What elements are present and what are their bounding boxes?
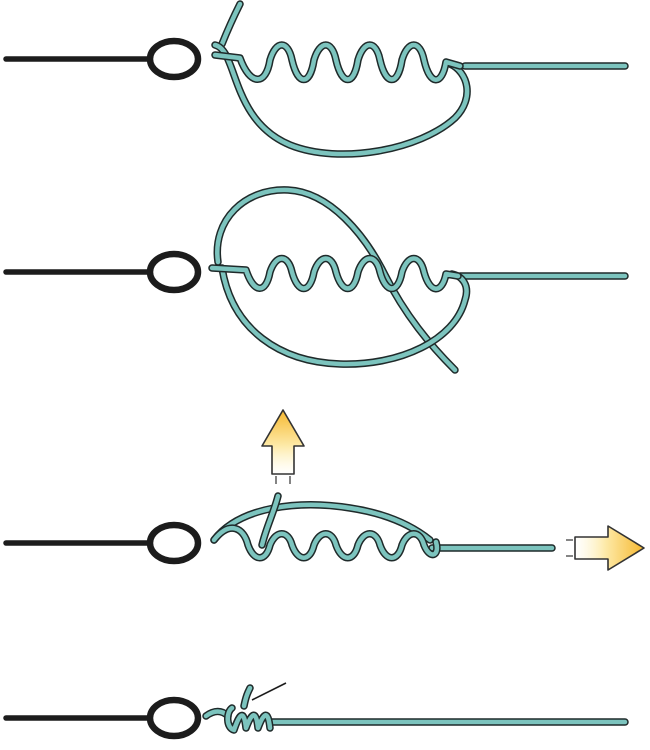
hook-eye (146, 521, 202, 565)
arrow-up (261, 409, 305, 484)
arrow-right (566, 525, 645, 571)
pull-loop (210, 501, 434, 544)
wraps (211, 41, 464, 84)
wraps (210, 524, 441, 562)
hook-eye (146, 37, 202, 81)
top-loop (213, 186, 459, 374)
trimmed-tag-end (251, 682, 287, 701)
wraps (208, 254, 462, 293)
finished-knot (202, 684, 274, 734)
tag-end (218, 0, 244, 48)
step-4 (3, 682, 629, 740)
step-2 (3, 186, 629, 374)
tag-end (258, 492, 282, 549)
step-3 (3, 409, 645, 571)
hook-eye (146, 250, 202, 294)
loop (211, 41, 471, 158)
step-1 (3, 0, 629, 158)
bottom-loop (218, 264, 471, 368)
hook-eye (146, 696, 202, 740)
